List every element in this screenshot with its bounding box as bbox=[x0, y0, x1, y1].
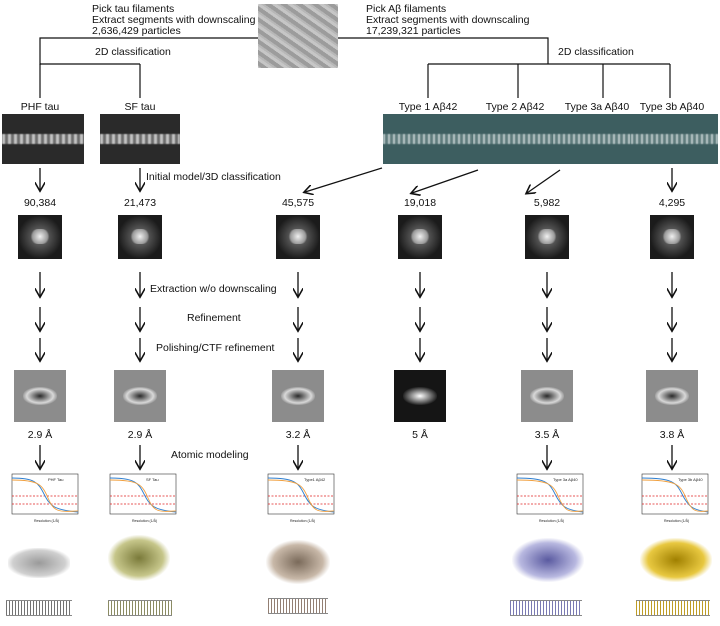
step-refinement: Refinement bbox=[187, 312, 241, 324]
fibril-side-view-phf-tau bbox=[6, 600, 72, 616]
class3d-type3b bbox=[650, 215, 694, 259]
refined-map-type2 bbox=[394, 370, 446, 422]
refined-map-sf-tau bbox=[114, 370, 166, 422]
type-label-type2: Type 2 Aβ42 bbox=[485, 101, 545, 113]
class-average-sf-tau bbox=[100, 114, 180, 164]
class3d-type2 bbox=[398, 215, 442, 259]
type-label-sf-tau: SF tau bbox=[124, 101, 156, 113]
atomic-model-type3b bbox=[640, 538, 712, 582]
resolution-type2: 5 Å bbox=[412, 429, 428, 441]
svg-text:Resolution (1/Å): Resolution (1/Å) bbox=[290, 518, 315, 523]
resolution-sf-tau: 2.9 Å bbox=[127, 429, 153, 441]
svg-text:Type1 Aβ42: Type1 Aβ42 bbox=[304, 477, 326, 482]
class3d-phf-tau bbox=[18, 215, 62, 259]
fibril-side-view-sf-tau bbox=[108, 600, 172, 616]
svg-text:Resolution (1/Å): Resolution (1/Å) bbox=[34, 518, 59, 523]
count-type3b: 4,295 bbox=[658, 197, 686, 209]
count-type2: 19,018 bbox=[403, 197, 437, 209]
step-extraction: Extraction w/o downscaling bbox=[150, 283, 277, 295]
resolution-phf-tau: 2.9 Å bbox=[27, 429, 53, 441]
step-polishing: Polishing/CTF refinement bbox=[156, 342, 275, 354]
count-sf-tau: 21,473 bbox=[123, 197, 157, 209]
class3d-type1 bbox=[276, 215, 320, 259]
refined-map-type3a bbox=[521, 370, 573, 422]
abeta-extract-text: Extract segments with downscaling bbox=[366, 14, 530, 26]
step-2d-classification-tau: 2D classification bbox=[95, 46, 171, 58]
refined-map-type3b bbox=[646, 370, 698, 422]
count-type3a: 5,982 bbox=[533, 197, 561, 209]
type-label-type1: Type 1 Aβ42 bbox=[398, 101, 458, 113]
resolution-type3a: 3.5 Å bbox=[534, 429, 560, 441]
resolution-type1: 3.2 Å bbox=[285, 429, 311, 441]
atomic-model-phf-tau bbox=[8, 548, 70, 578]
class-average-type2 bbox=[473, 114, 553, 164]
type-label-type3b: Type 3b Aβ40 bbox=[639, 101, 705, 113]
fibril-side-view-type1 bbox=[268, 598, 328, 614]
class-average-type1 bbox=[383, 114, 473, 164]
class-average-type3a bbox=[553, 114, 631, 164]
class-average-type3b bbox=[631, 114, 718, 164]
step-2d-classification-abeta: 2D classification bbox=[558, 46, 634, 58]
type-label-type3a: Type 3a Aβ40 bbox=[564, 101, 630, 113]
resolution-type3b: 3.8 Å bbox=[659, 429, 685, 441]
count-type1: 45,575 bbox=[281, 197, 315, 209]
atomic-model-type1 bbox=[266, 540, 330, 584]
micrograph-image bbox=[258, 4, 338, 68]
type-label-phf-tau: PHF tau bbox=[20, 101, 60, 113]
svg-text:Type 3b Aβ40: Type 3b Aβ40 bbox=[678, 477, 703, 482]
refined-map-phf-tau bbox=[14, 370, 66, 422]
tau-particle-count: 2,636,429 particles bbox=[92, 25, 181, 37]
abeta-particle-count: 17,239,321 particles bbox=[366, 25, 461, 37]
class3d-sf-tau bbox=[118, 215, 162, 259]
atomic-model-type3a bbox=[512, 538, 584, 582]
abeta-pick-title: Pick Aβ filaments bbox=[366, 3, 447, 15]
svg-text:Type 3a Aβ40: Type 3a Aβ40 bbox=[553, 477, 578, 482]
tau-pick-title: Pick tau filaments bbox=[92, 3, 175, 15]
svg-text:Resolution (1/Å): Resolution (1/Å) bbox=[132, 518, 157, 523]
svg-text:Resolution (1/Å): Resolution (1/Å) bbox=[664, 518, 689, 523]
svg-text:SF Tau: SF Tau bbox=[146, 477, 159, 482]
svg-text:PHF Tau: PHF Tau bbox=[48, 477, 64, 482]
svg-text:Resolution (1/Å): Resolution (1/Å) bbox=[539, 518, 564, 523]
count-phf-tau: 90,384 bbox=[23, 197, 57, 209]
tau-extract-text: Extract segments with downscaling bbox=[92, 14, 256, 26]
class3d-type3a bbox=[525, 215, 569, 259]
atomic-model-sf-tau bbox=[108, 535, 170, 581]
step-initial-model: Initial model/3D classification bbox=[146, 171, 281, 183]
step-atomic-modeling: Atomic modeling bbox=[171, 449, 249, 461]
class-average-phf-tau bbox=[2, 114, 84, 164]
refined-map-type1 bbox=[272, 370, 324, 422]
fibril-side-view-type3b bbox=[636, 600, 710, 616]
fibril-side-view-type3a bbox=[510, 600, 582, 616]
